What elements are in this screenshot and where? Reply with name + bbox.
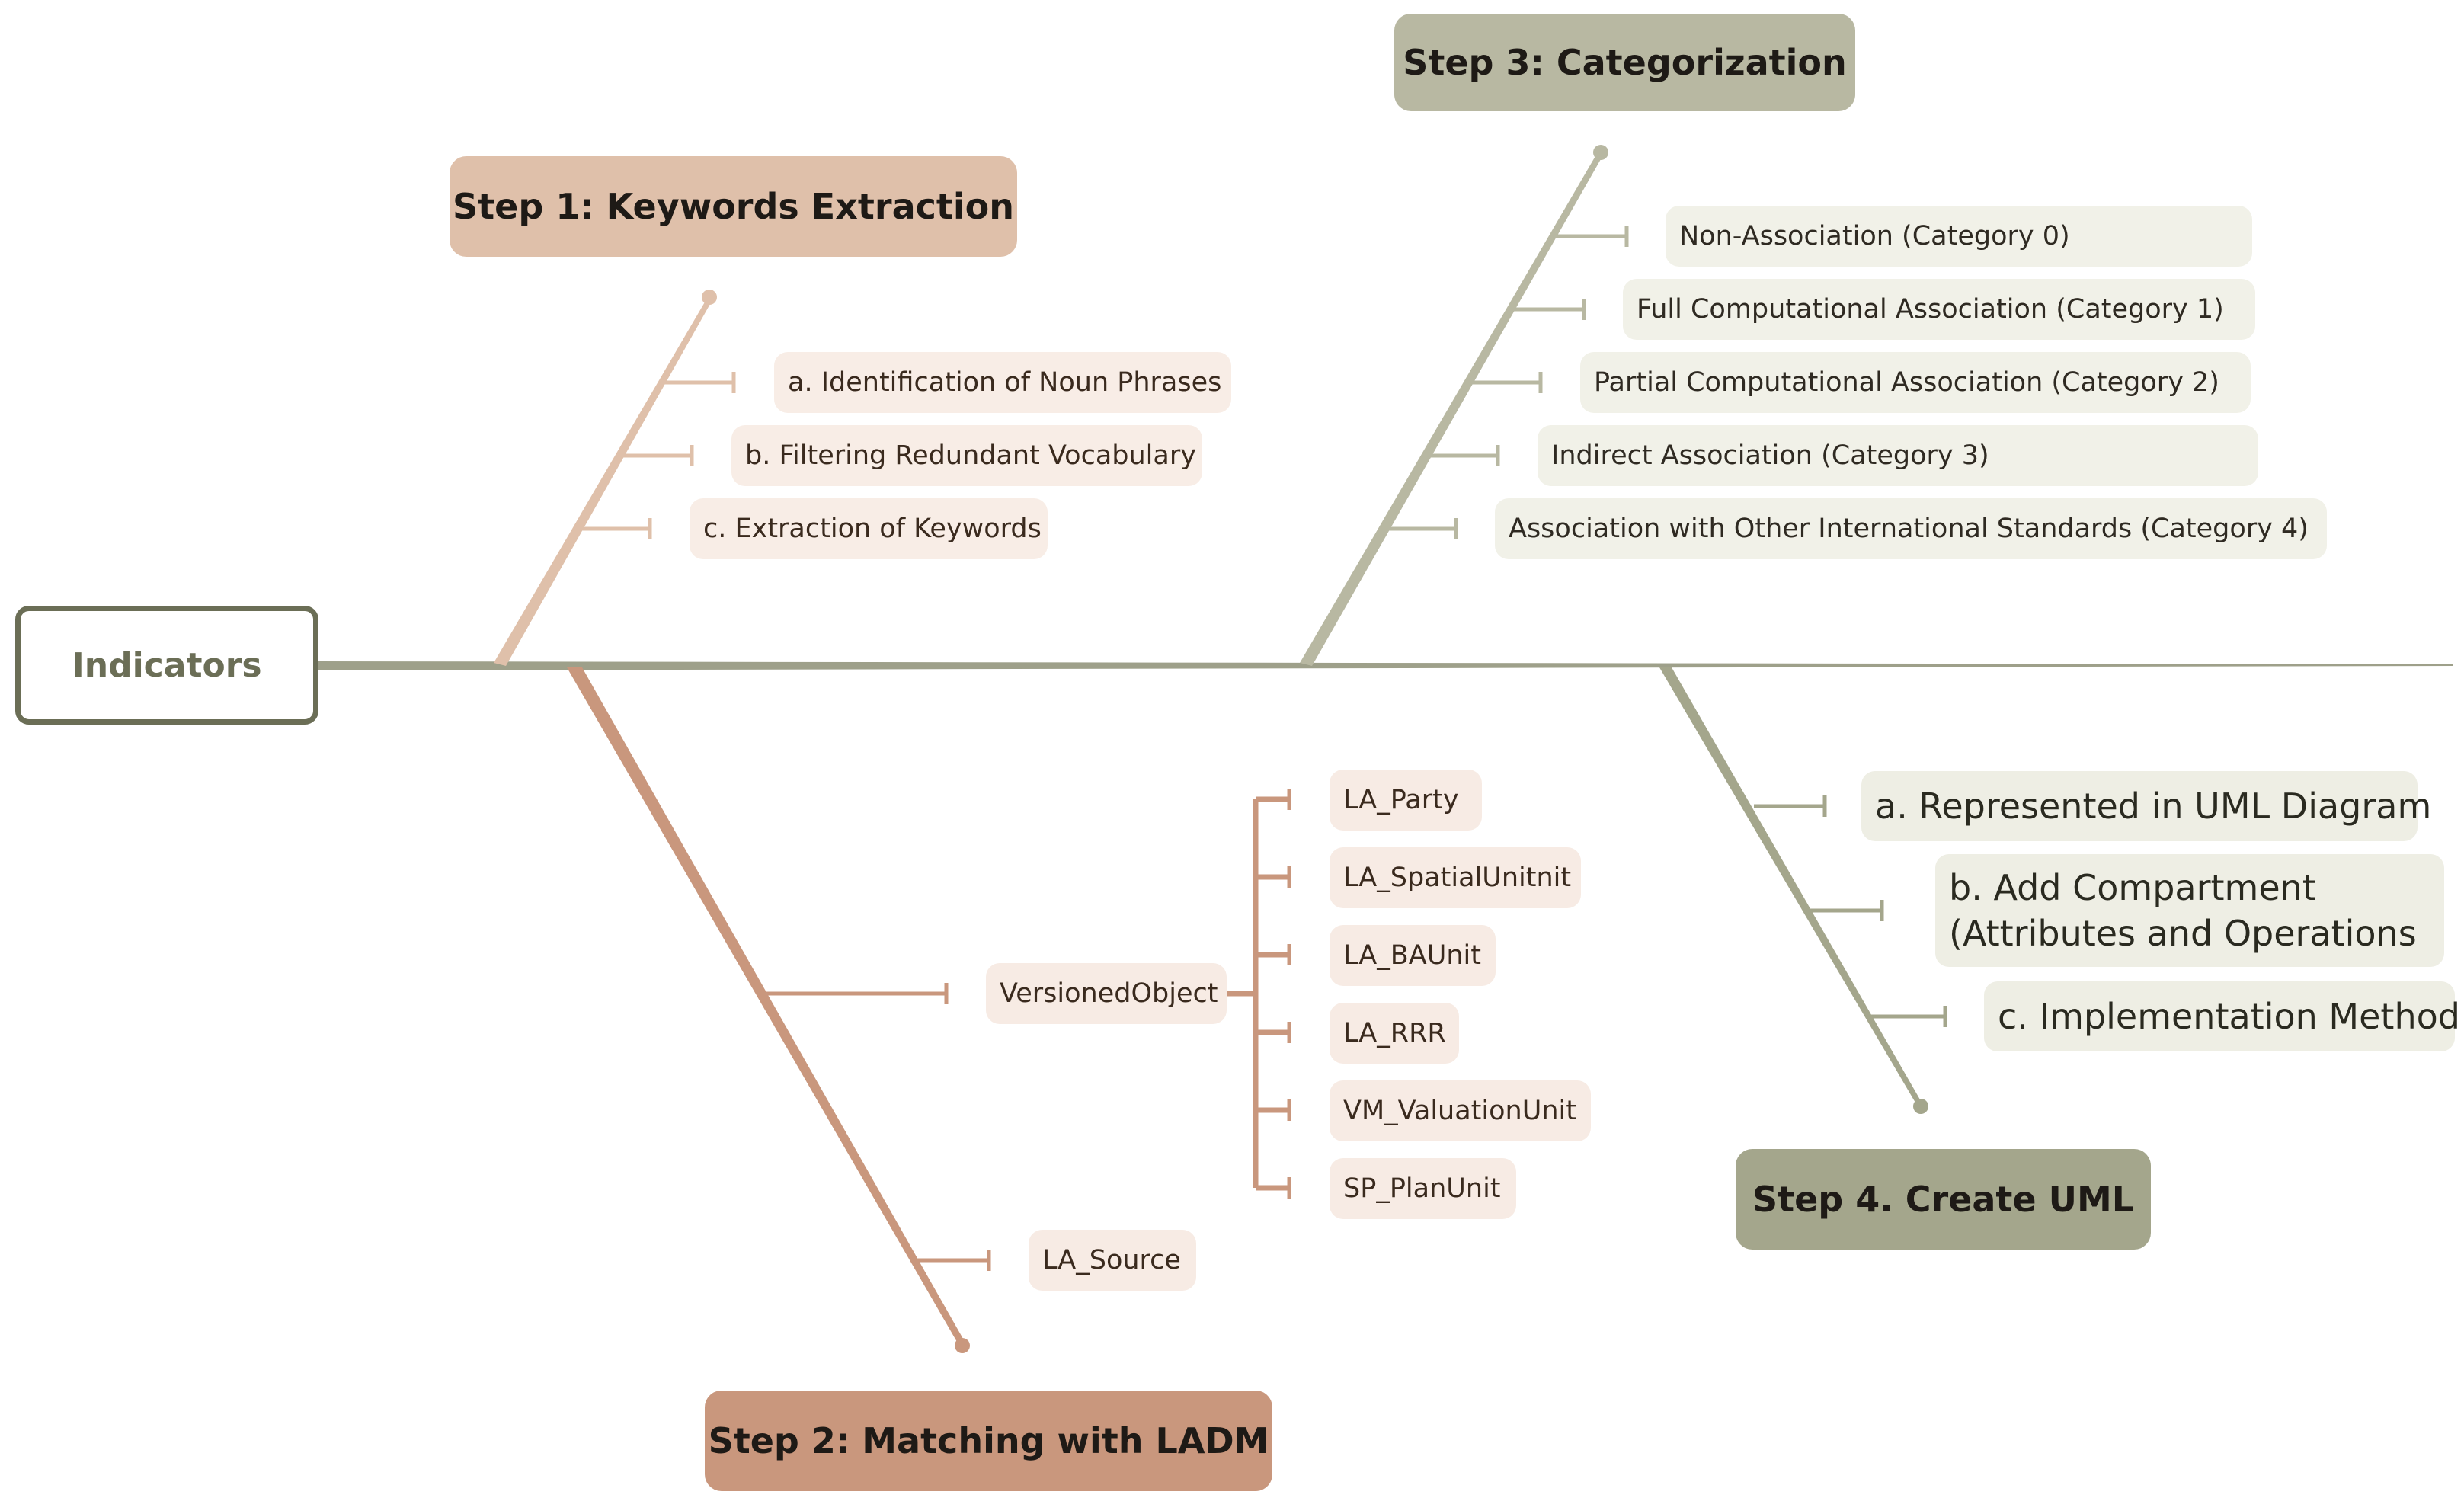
step1-item: a. Identification of Noun Phrases — [774, 352, 1231, 413]
step4-item: a. Represented in UML Diagram — [1861, 771, 2431, 841]
step2-bone — [567, 667, 966, 1347]
step3-item: Association with Other International Sta… — [1495, 498, 2327, 559]
versioned-child: VM_ValuationUnit — [1330, 1080, 1591, 1141]
step2-bone-end — [955, 1338, 970, 1353]
la-source: LA_Source — [1029, 1230, 1196, 1291]
step4-item: b. Add Compartment (Attributes and Opera… — [1935, 854, 2444, 967]
step3-bone-end — [1593, 145, 1608, 160]
step1-title: Step 1: Keywords Extraction — [450, 156, 1017, 257]
step3-item: Non-Association (Category 0) — [1666, 206, 2252, 267]
step3-item: Full Computational Association (Category… — [1623, 279, 2255, 340]
root-indicators: Indicators — [15, 606, 318, 725]
step1-item: c. Extraction of Keywords — [690, 498, 1048, 559]
step3-title: Step 3: Categorization — [1394, 14, 1855, 111]
versioned-child: LA_BAUnit — [1330, 925, 1496, 986]
step3-bone — [1300, 151, 1604, 666]
step3-item: Indirect Association (Category 3) — [1538, 425, 2258, 486]
step4-item: c. Implementation Method — [1984, 981, 2460, 1051]
step4-bone-end — [1913, 1099, 1928, 1114]
versioned-object: VersionedObject — [986, 963, 1227, 1024]
step2-title: Step 2: Matching with LADM — [705, 1391, 1272, 1491]
step4-title: Step 4. Create UML — [1736, 1149, 2151, 1250]
versioned-child: LA_RRR — [1330, 1003, 1459, 1064]
step1-bone — [494, 296, 713, 666]
step1-bone-end — [702, 290, 717, 305]
step3-item: Partial Computational Association (Categ… — [1580, 352, 2251, 413]
versioned-child: SP_PlanUnit — [1330, 1158, 1516, 1219]
versioned-child: LA_Party — [1330, 770, 1482, 831]
step4-bone — [1659, 667, 1923, 1108]
main-spine — [318, 661, 2453, 670]
step1-item: b. Filtering Redundant Vocabulary — [731, 425, 1202, 486]
versioned-child: LA_SpatialUnitnit — [1330, 847, 1581, 908]
